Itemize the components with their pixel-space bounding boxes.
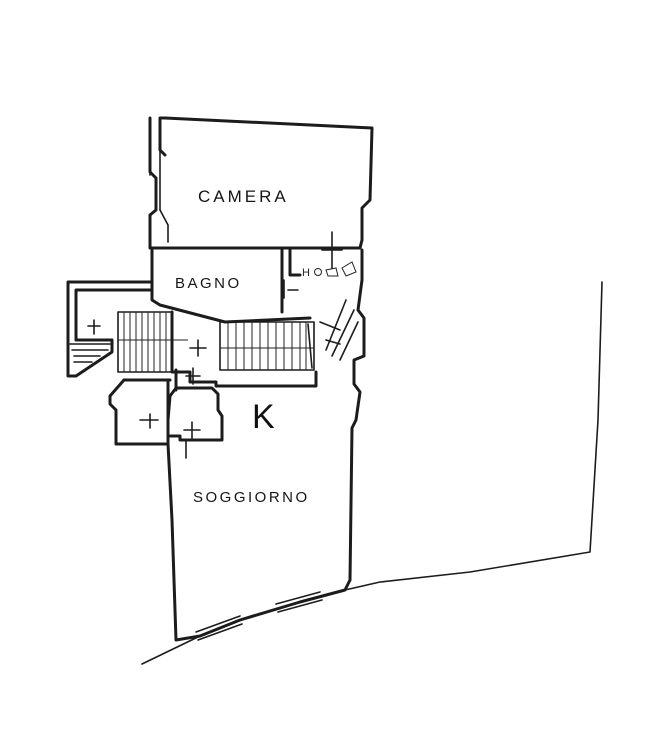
left-annex xyxy=(66,280,154,378)
camera-walls xyxy=(148,116,374,250)
svg-text:H: H xyxy=(302,267,310,279)
room-label-soggiorno: SOGGIORNO xyxy=(193,489,310,506)
landing-walls xyxy=(170,310,318,392)
staircase-right xyxy=(219,321,315,371)
room-label-camera: CAMERA xyxy=(198,187,289,206)
lower-left-rooms xyxy=(108,378,224,459)
room-label-bagno: BAGNO xyxy=(175,275,242,292)
level-marker-k: K xyxy=(252,398,275,436)
staircase-left xyxy=(117,311,188,373)
soggiorno-walls xyxy=(166,442,352,642)
property-boundary xyxy=(141,281,603,665)
